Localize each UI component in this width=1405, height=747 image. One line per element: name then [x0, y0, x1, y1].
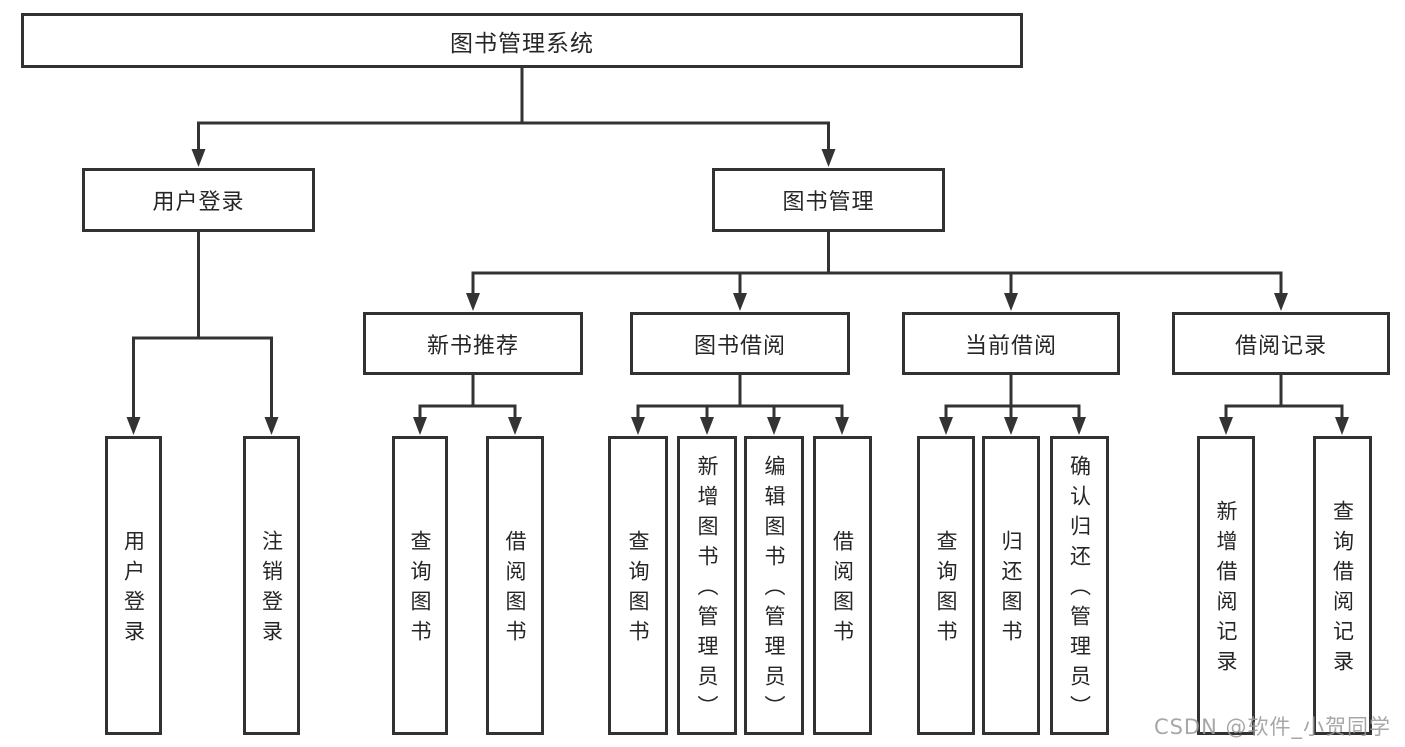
node-label: 查询图书 [626, 530, 650, 650]
node-label: 查询借阅记录 [1330, 500, 1355, 680]
leaf-query-borrow-record: 查询借阅记录 [1313, 436, 1372, 735]
node-current-borrowing: 当前借阅 [902, 312, 1120, 375]
node-label: 查询图书 [934, 530, 958, 650]
leaf-query-books-recommend: 查询图书 [392, 436, 448, 735]
node-label: 借阅图书 [830, 530, 855, 650]
node-label: 图书管理 [782, 190, 875, 215]
leaf-query-books-current: 查询图书 [917, 436, 975, 735]
node-label: 归还图书 [999, 530, 1023, 650]
node-label: 查询图书 [408, 530, 432, 650]
node-label: 新书推荐 [426, 333, 519, 359]
leaf-user-login: 用户登录 [105, 436, 162, 735]
leaf-add-book-admin: 新增图书（管理员） [677, 436, 737, 735]
leaf-borrow-books-recommend: 借阅图书 [486, 436, 544, 735]
node-label: 借阅图书 [503, 530, 527, 650]
node-user-login: 用户登录 [82, 168, 315, 232]
node-label: 用户登录 [152, 190, 245, 215]
leaf-return-books: 归还图书 [982, 436, 1040, 735]
leaf-logout: 注销登录 [243, 436, 300, 735]
node-label: 用户登录 [121, 530, 146, 650]
node-root-library-system: 图书管理系统 [21, 13, 1023, 68]
node-label: 当前借阅 [964, 333, 1057, 359]
node-label: 图书管理系统 [450, 30, 594, 57]
leaf-borrow-books: 借阅图书 [813, 436, 872, 735]
node-borrowing-records: 借阅记录 [1172, 312, 1390, 375]
node-label: 借阅记录 [1234, 333, 1327, 359]
node-book-management: 图书管理 [712, 168, 945, 232]
node-label: 注销登录 [259, 530, 284, 650]
node-book-borrowing: 图书借阅 [630, 312, 850, 375]
node-label: 图书借阅 [693, 333, 786, 359]
arrowheads [126, 149, 1349, 435]
leaf-add-borrow-record: 新增借阅记录 [1197, 436, 1255, 735]
node-new-book-recommendation: 新书推荐 [363, 312, 583, 375]
node-label: 确认归还（管理员） [1067, 455, 1092, 725]
leaf-confirm-return-admin: 确认归还（管理员） [1050, 436, 1109, 735]
node-label: 新增图书（管理员） [695, 455, 719, 725]
node-label: 编辑图书（管理员） [762, 455, 786, 725]
leaf-edit-book-admin: 编辑图书（管理员） [744, 436, 804, 735]
leaf-query-books-borrow: 查询图书 [608, 436, 668, 735]
node-label: 新增借阅记录 [1214, 500, 1238, 680]
